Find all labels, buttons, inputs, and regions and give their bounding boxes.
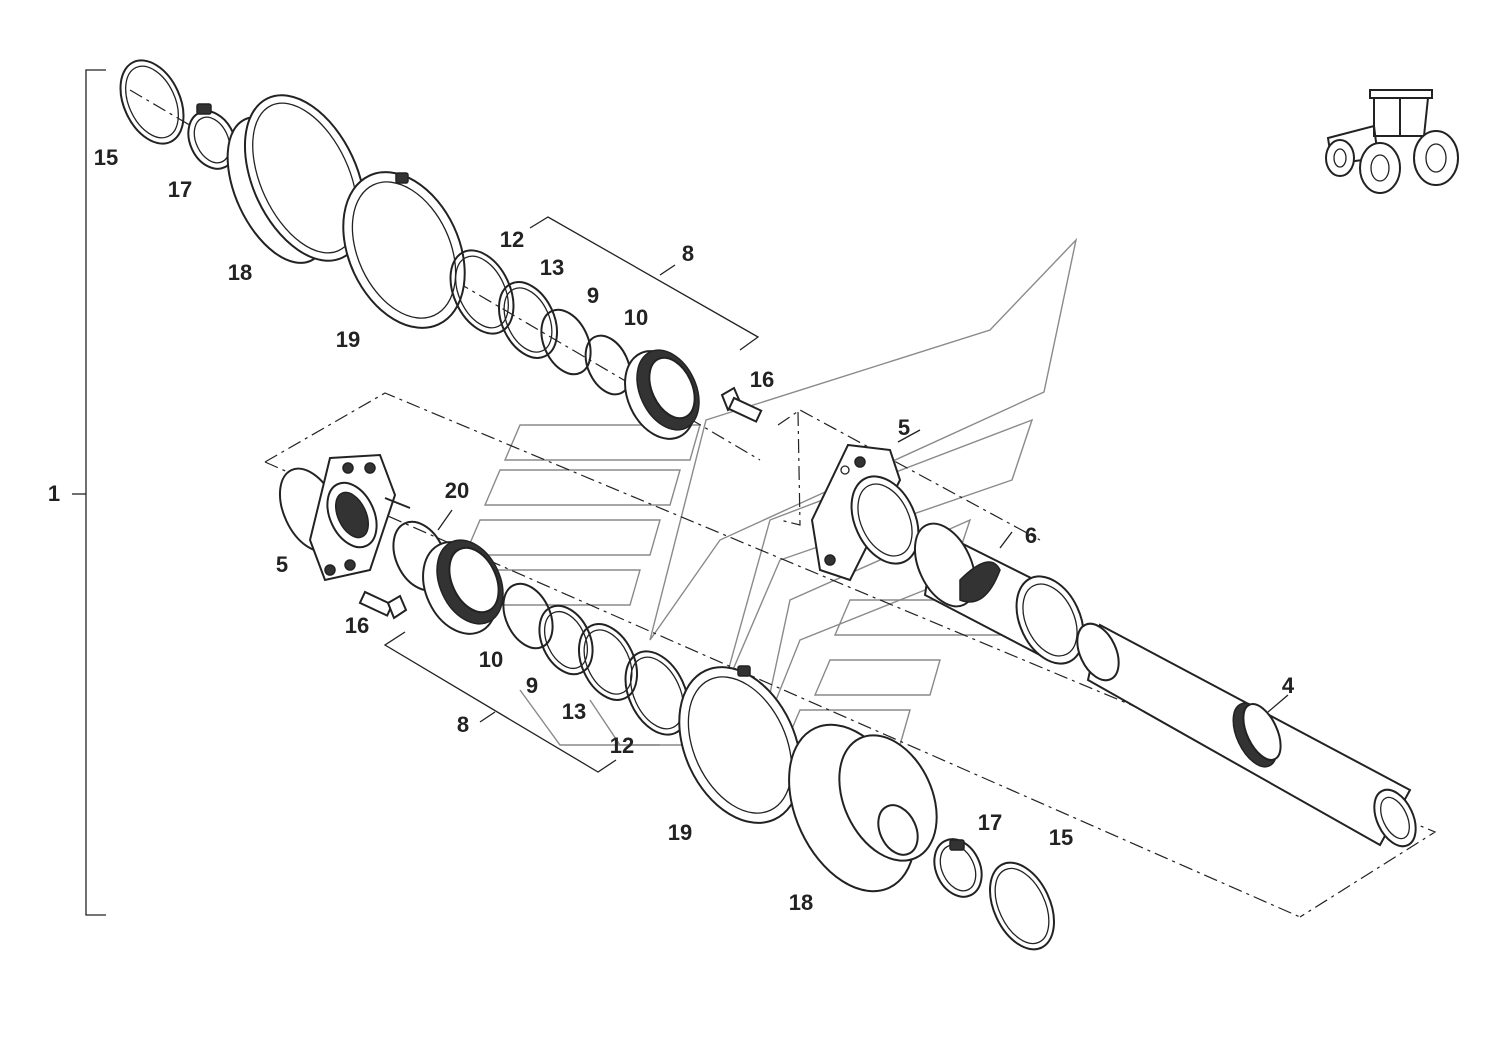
callout-15-top: 15 [93,145,119,170]
leader-lines [437,429,1289,713]
strap-band-top [342,171,466,329]
callout-12-top: 12 [499,227,525,252]
seal-bottom [422,539,504,635]
callout-20: 20 [444,478,470,503]
callout-6: 6 [1024,523,1038,548]
snap-ring-top [119,59,185,145]
callout-17-top: 17 [167,177,193,202]
ring-set-bottom [502,582,690,736]
dust-boot-bottom [788,723,938,893]
callout-18-bottom: 18 [788,890,814,915]
callout-1: 1 [47,481,61,506]
dust-boot-top [226,94,367,264]
kit-bracket-top [529,216,760,351]
drive-shaft [1076,622,1417,848]
callout-16-bottom: 16 [344,613,370,638]
callout-4: 4 [1281,673,1295,698]
callout-13-bottom: 13 [561,699,587,724]
seal-top [624,349,700,440]
bolt-bottom [358,590,408,620]
callout-18-top: 18 [227,260,253,285]
callout-9-bottom: 9 [525,673,539,698]
coupling-sleeve [913,522,1085,665]
tractor-icon [1325,89,1459,194]
kit-bracket-bottom [383,631,617,773]
ring-set-top [449,249,632,396]
callout-13-top: 13 [539,255,565,280]
callout-19-top: 19 [335,327,361,352]
assembly-bracket [72,69,106,916]
callout-9-top: 9 [586,283,600,308]
hose-clamp-bottom [933,838,983,898]
housing-right [810,443,920,582]
logo-watermark [443,237,1078,746]
hose-clamp-top [187,103,237,170]
callout-10-bottom: 10 [478,647,504,672]
callout-8-bottom: 8 [456,712,470,737]
strap-band-bottom [678,665,802,824]
callout-15-bottom: 15 [1048,825,1074,850]
callout-19-bottom: 19 [667,820,693,845]
callout-5-right: 5 [897,415,911,440]
callout-8-top: 8 [681,241,695,266]
housing-left [278,453,411,582]
callout-16-top: 16 [749,367,775,392]
bolt-top [720,386,763,423]
snap-ring-bottom [989,861,1055,951]
callout-12-bottom: 12 [609,733,635,758]
callout-17-bottom: 17 [977,810,1003,835]
callout-5-left: 5 [275,552,289,577]
callout-10-top: 10 [623,305,649,330]
